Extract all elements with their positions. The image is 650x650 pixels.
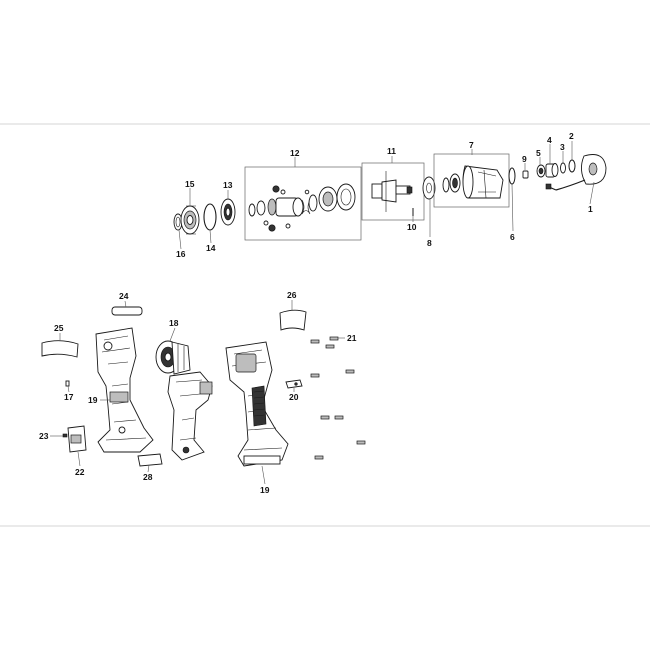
callout-21: 21	[347, 333, 357, 343]
part-22-latch	[67, 425, 87, 453]
part-1-front-cap	[545, 154, 607, 191]
callout-12: 12	[290, 148, 300, 158]
callout-25: 25	[54, 323, 64, 333]
part-2-ring	[568, 159, 576, 173]
callout-16: 16	[176, 249, 186, 259]
part-15-hub	[180, 205, 200, 235]
part-23-screw	[62, 433, 68, 438]
callout-9: 9	[522, 154, 527, 164]
callout-labels: 1 2 3 4 5 6 7 8 9 10 11 12 13 14 15 16 1…	[39, 131, 593, 495]
part-24-label	[111, 306, 143, 316]
callout-22: 22	[75, 467, 85, 477]
callout-4: 4	[547, 135, 552, 145]
part-3-washer	[560, 162, 566, 174]
part-20-bracket	[285, 379, 303, 389]
callout-7: 7	[469, 140, 474, 150]
group-12-box	[244, 166, 362, 241]
part-switch-electronics	[167, 371, 213, 461]
part-9-clip	[522, 170, 529, 179]
part-6-ring	[508, 167, 516, 185]
callout-10: 10	[407, 222, 417, 232]
part-19-right-housing	[225, 341, 289, 467]
part-14-o-ring	[203, 203, 217, 231]
callout-20: 20	[289, 392, 299, 402]
part-4-bushing	[545, 163, 559, 178]
part-25-label	[41, 340, 79, 358]
part-13-collar	[220, 198, 236, 226]
part-18-motor	[155, 340, 191, 375]
callout-19-left: 19	[88, 395, 98, 405]
callout-14: 14	[206, 243, 216, 253]
leader-lines	[50, 141, 595, 485]
callout-8: 8	[427, 238, 432, 248]
callout-17: 17	[64, 392, 74, 402]
part-28-pad	[137, 453, 163, 467]
callout-3: 3	[560, 142, 565, 152]
callout-11: 11	[387, 146, 396, 156]
part-12-hammer-assembly	[248, 183, 356, 232]
callout-26: 26	[287, 290, 297, 300]
callout-13: 13	[223, 180, 233, 190]
part-19-left-housing	[95, 327, 154, 453]
callout-6: 6	[510, 232, 515, 242]
callout-15: 15	[185, 179, 195, 189]
callout-18: 18	[169, 318, 179, 328]
callout-2: 2	[569, 131, 574, 141]
callout-19-right: 19	[260, 485, 270, 495]
callout-1: 1	[588, 204, 593, 214]
part-21-screws	[310, 336, 366, 460]
callout-28: 28	[143, 472, 153, 482]
part-8-washer	[422, 176, 436, 200]
callout-23: 23	[39, 431, 49, 441]
part-26-pad	[279, 309, 307, 331]
callout-24: 24	[119, 291, 129, 301]
part-11-anvil	[371, 171, 413, 212]
part-7-gear-case	[442, 165, 504, 199]
callout-5: 5	[536, 148, 541, 158]
part-17-screw	[65, 380, 70, 387]
part-5-bearing	[536, 164, 546, 178]
